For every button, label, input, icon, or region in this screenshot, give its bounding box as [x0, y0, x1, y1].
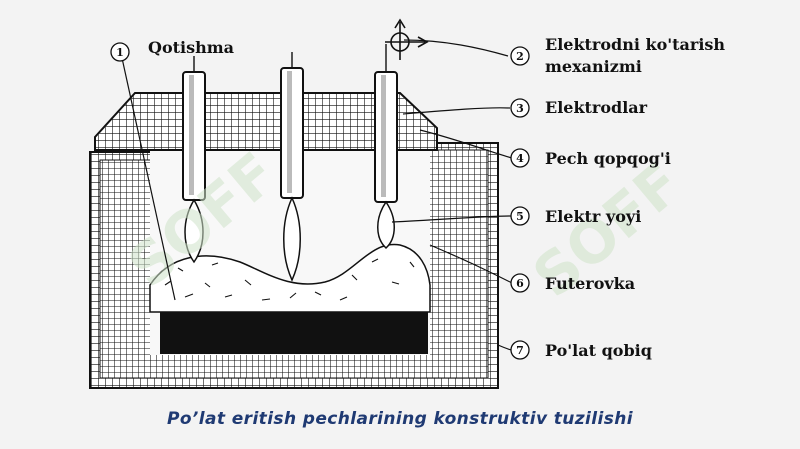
label-steel-shell: Po'lat qobiq — [545, 341, 652, 360]
callout-numbers — [110, 42, 530, 360]
label-lift-mechanism-line2: mexanizmi — [545, 57, 642, 76]
leader-lines — [121, 39, 513, 351]
label-furnace-lid: Pech qopqog'i — [545, 149, 671, 168]
callout-1: 1 — [116, 46, 124, 59]
label-electric-arc: Elektr yoyi — [545, 207, 641, 226]
figure-caption: Po’lat eritish pechlarining konstruktiv … — [166, 409, 633, 429]
callout-4: 4 — [516, 152, 524, 165]
furnace-roof — [94, 92, 438, 151]
label-electrodes: Elektrodlar — [545, 98, 648, 117]
label-lift-mechanism-line1: Elektrodni ko'tarish — [545, 35, 725, 54]
callout-3: 3 — [516, 102, 524, 115]
molten-metal — [149, 243, 431, 313]
label-lining: Futerovka — [545, 274, 635, 293]
callout-5: 5 — [516, 210, 524, 223]
hearth-bottom — [160, 312, 428, 354]
callout-2: 2 — [516, 50, 524, 63]
lift-mechanism-icon — [385, 18, 429, 60]
slag-marks — [164, 258, 415, 301]
callout-6: 6 — [516, 277, 524, 290]
callout-7: 7 — [516, 344, 524, 357]
label-qotishma: Qotishma — [148, 38, 234, 57]
electric-arcs — [184, 196, 395, 282]
